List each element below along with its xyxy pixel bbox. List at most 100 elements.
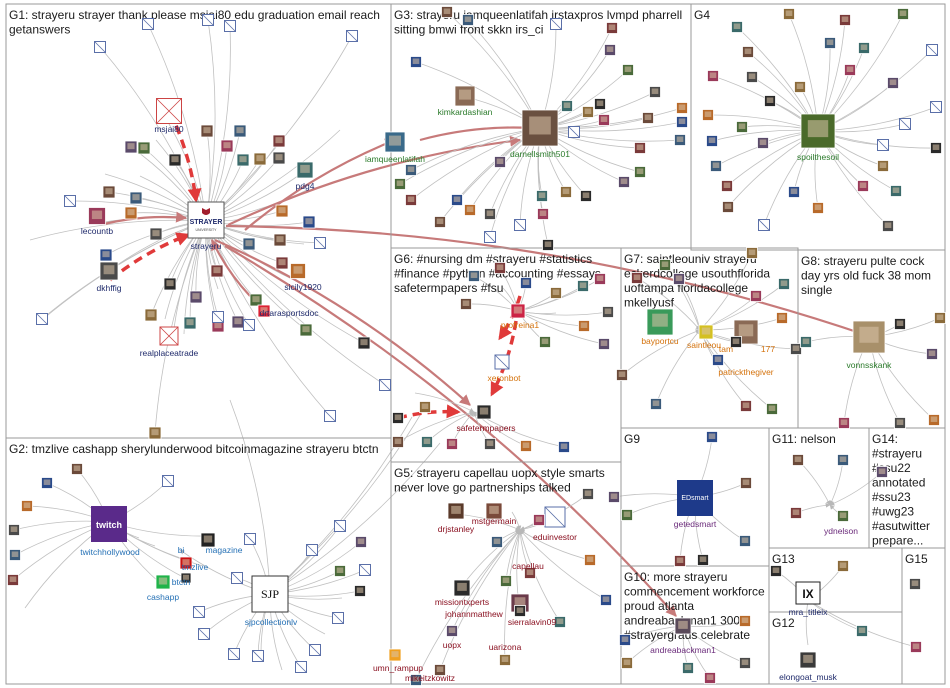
node-95[interactable]: [788, 186, 800, 198]
node-63[interactable]: [536, 190, 548, 202]
node-187[interactable]: [739, 535, 751, 547]
node-xeronbot-avatar[interactable]: [494, 354, 510, 370]
node-166[interactable]: [673, 273, 685, 285]
node-pdg4-avatar[interactable]: [296, 161, 314, 179]
node-155[interactable]: [514, 605, 526, 617]
node-drtarasportsdoc-avatar[interactable]: [257, 304, 271, 318]
node-62[interactable]: [560, 186, 572, 198]
node-138[interactable]: [460, 298, 472, 310]
node-197[interactable]: [619, 634, 631, 646]
node-30[interactable]: [148, 426, 162, 440]
node-elongoat-avatar[interactable]: [799, 651, 817, 669]
node-35[interactable]: [346, 30, 358, 42]
node-121[interactable]: [228, 648, 240, 660]
node-72[interactable]: [494, 156, 506, 168]
node-205[interactable]: [856, 625, 868, 637]
node-mstgermain-avatar[interactable]: [485, 502, 503, 520]
node-119[interactable]: [162, 475, 174, 487]
node-79[interactable]: [731, 21, 743, 33]
node-148[interactable]: [520, 440, 532, 452]
node-132[interactable]: [550, 287, 562, 299]
node-56[interactable]: [642, 112, 654, 124]
node-saintleo-avatar[interactable]: [698, 324, 714, 340]
node-173[interactable]: [712, 354, 724, 366]
node-andreabackman1-avatar[interactable]: [674, 617, 692, 635]
node-89[interactable]: [930, 142, 942, 154]
node-154[interactable]: [446, 625, 458, 637]
node-cashapp-avatar[interactable]: [155, 574, 171, 590]
node-69[interactable]: [405, 164, 417, 176]
sjpcollection-logo[interactable]: SJP: [251, 575, 289, 613]
node-175[interactable]: [650, 398, 662, 410]
node-9[interactable]: [272, 151, 286, 165]
node-16[interactable]: [189, 290, 203, 304]
node-36[interactable]: [36, 313, 48, 325]
node-182[interactable]: [838, 417, 850, 429]
node-tmzlive-avatar[interactable]: [179, 556, 193, 570]
node-75[interactable]: [568, 126, 580, 138]
node-177[interactable]: [766, 403, 778, 415]
node-144[interactable]: [419, 401, 431, 413]
node-152[interactable]: [524, 567, 536, 579]
node-55[interactable]: [676, 116, 688, 128]
node-204[interactable]: [837, 560, 849, 572]
node-43[interactable]: [410, 56, 422, 68]
node-201[interactable]: [837, 510, 849, 522]
node-103[interactable]: [858, 42, 870, 54]
node-178[interactable]: [926, 348, 938, 360]
node-115[interactable]: [7, 574, 19, 586]
node-131[interactable]: [231, 572, 243, 584]
node-51[interactable]: [561, 100, 573, 112]
node-206[interactable]: [910, 641, 922, 653]
node-109[interactable]: [758, 219, 770, 231]
node-80[interactable]: [707, 70, 719, 82]
node-14[interactable]: [275, 256, 289, 270]
node-58[interactable]: [634, 142, 646, 154]
node-157[interactable]: [554, 616, 566, 628]
node-125[interactable]: [332, 612, 344, 624]
node-202[interactable]: [876, 466, 888, 478]
node-184[interactable]: [928, 414, 940, 426]
node-54[interactable]: [676, 102, 688, 114]
node-8[interactable]: [220, 139, 234, 153]
getedsmart-logo[interactable]: EDsmart: [677, 480, 713, 516]
node-185[interactable]: [706, 431, 718, 443]
node-102[interactable]: [794, 81, 806, 93]
node-13[interactable]: [242, 237, 256, 251]
node-26[interactable]: [210, 264, 224, 278]
node-48[interactable]: [604, 44, 616, 56]
node-139[interactable]: [468, 270, 480, 282]
node-100[interactable]: [757, 137, 769, 149]
node-66[interactable]: [464, 204, 476, 216]
node-188[interactable]: [674, 555, 686, 567]
node-172[interactable]: [776, 312, 788, 324]
node-57[interactable]: [674, 134, 686, 146]
node-160[interactable]: [584, 554, 596, 566]
node-45[interactable]: [462, 14, 474, 26]
node-32[interactable]: [142, 18, 154, 30]
node-130[interactable]: [244, 533, 256, 545]
node-180[interactable]: [934, 312, 946, 324]
node-191[interactable]: [697, 554, 709, 566]
node-59[interactable]: [634, 166, 646, 178]
node-170[interactable]: [750, 290, 762, 302]
node-68[interactable]: [434, 216, 446, 228]
node-106[interactable]: [926, 44, 938, 56]
node-107[interactable]: [899, 118, 911, 130]
node-192[interactable]: [621, 657, 633, 669]
node-183[interactable]: [894, 417, 906, 429]
node-161[interactable]: [600, 594, 612, 606]
node-174[interactable]: [616, 369, 628, 381]
node-0[interactable]: [200, 124, 214, 138]
node-65[interactable]: [484, 208, 496, 220]
node-151[interactable]: [491, 536, 503, 548]
node-88[interactable]: [887, 77, 899, 89]
node-19[interactable]: [183, 316, 197, 330]
node-126[interactable]: [334, 520, 346, 532]
node-lecountb-avatar[interactable]: [88, 207, 106, 225]
node-162[interactable]: [434, 664, 446, 676]
node-169[interactable]: [778, 278, 790, 290]
node-52[interactable]: [598, 114, 610, 126]
node-203[interactable]: [770, 565, 782, 577]
node-207[interactable]: [909, 578, 921, 590]
